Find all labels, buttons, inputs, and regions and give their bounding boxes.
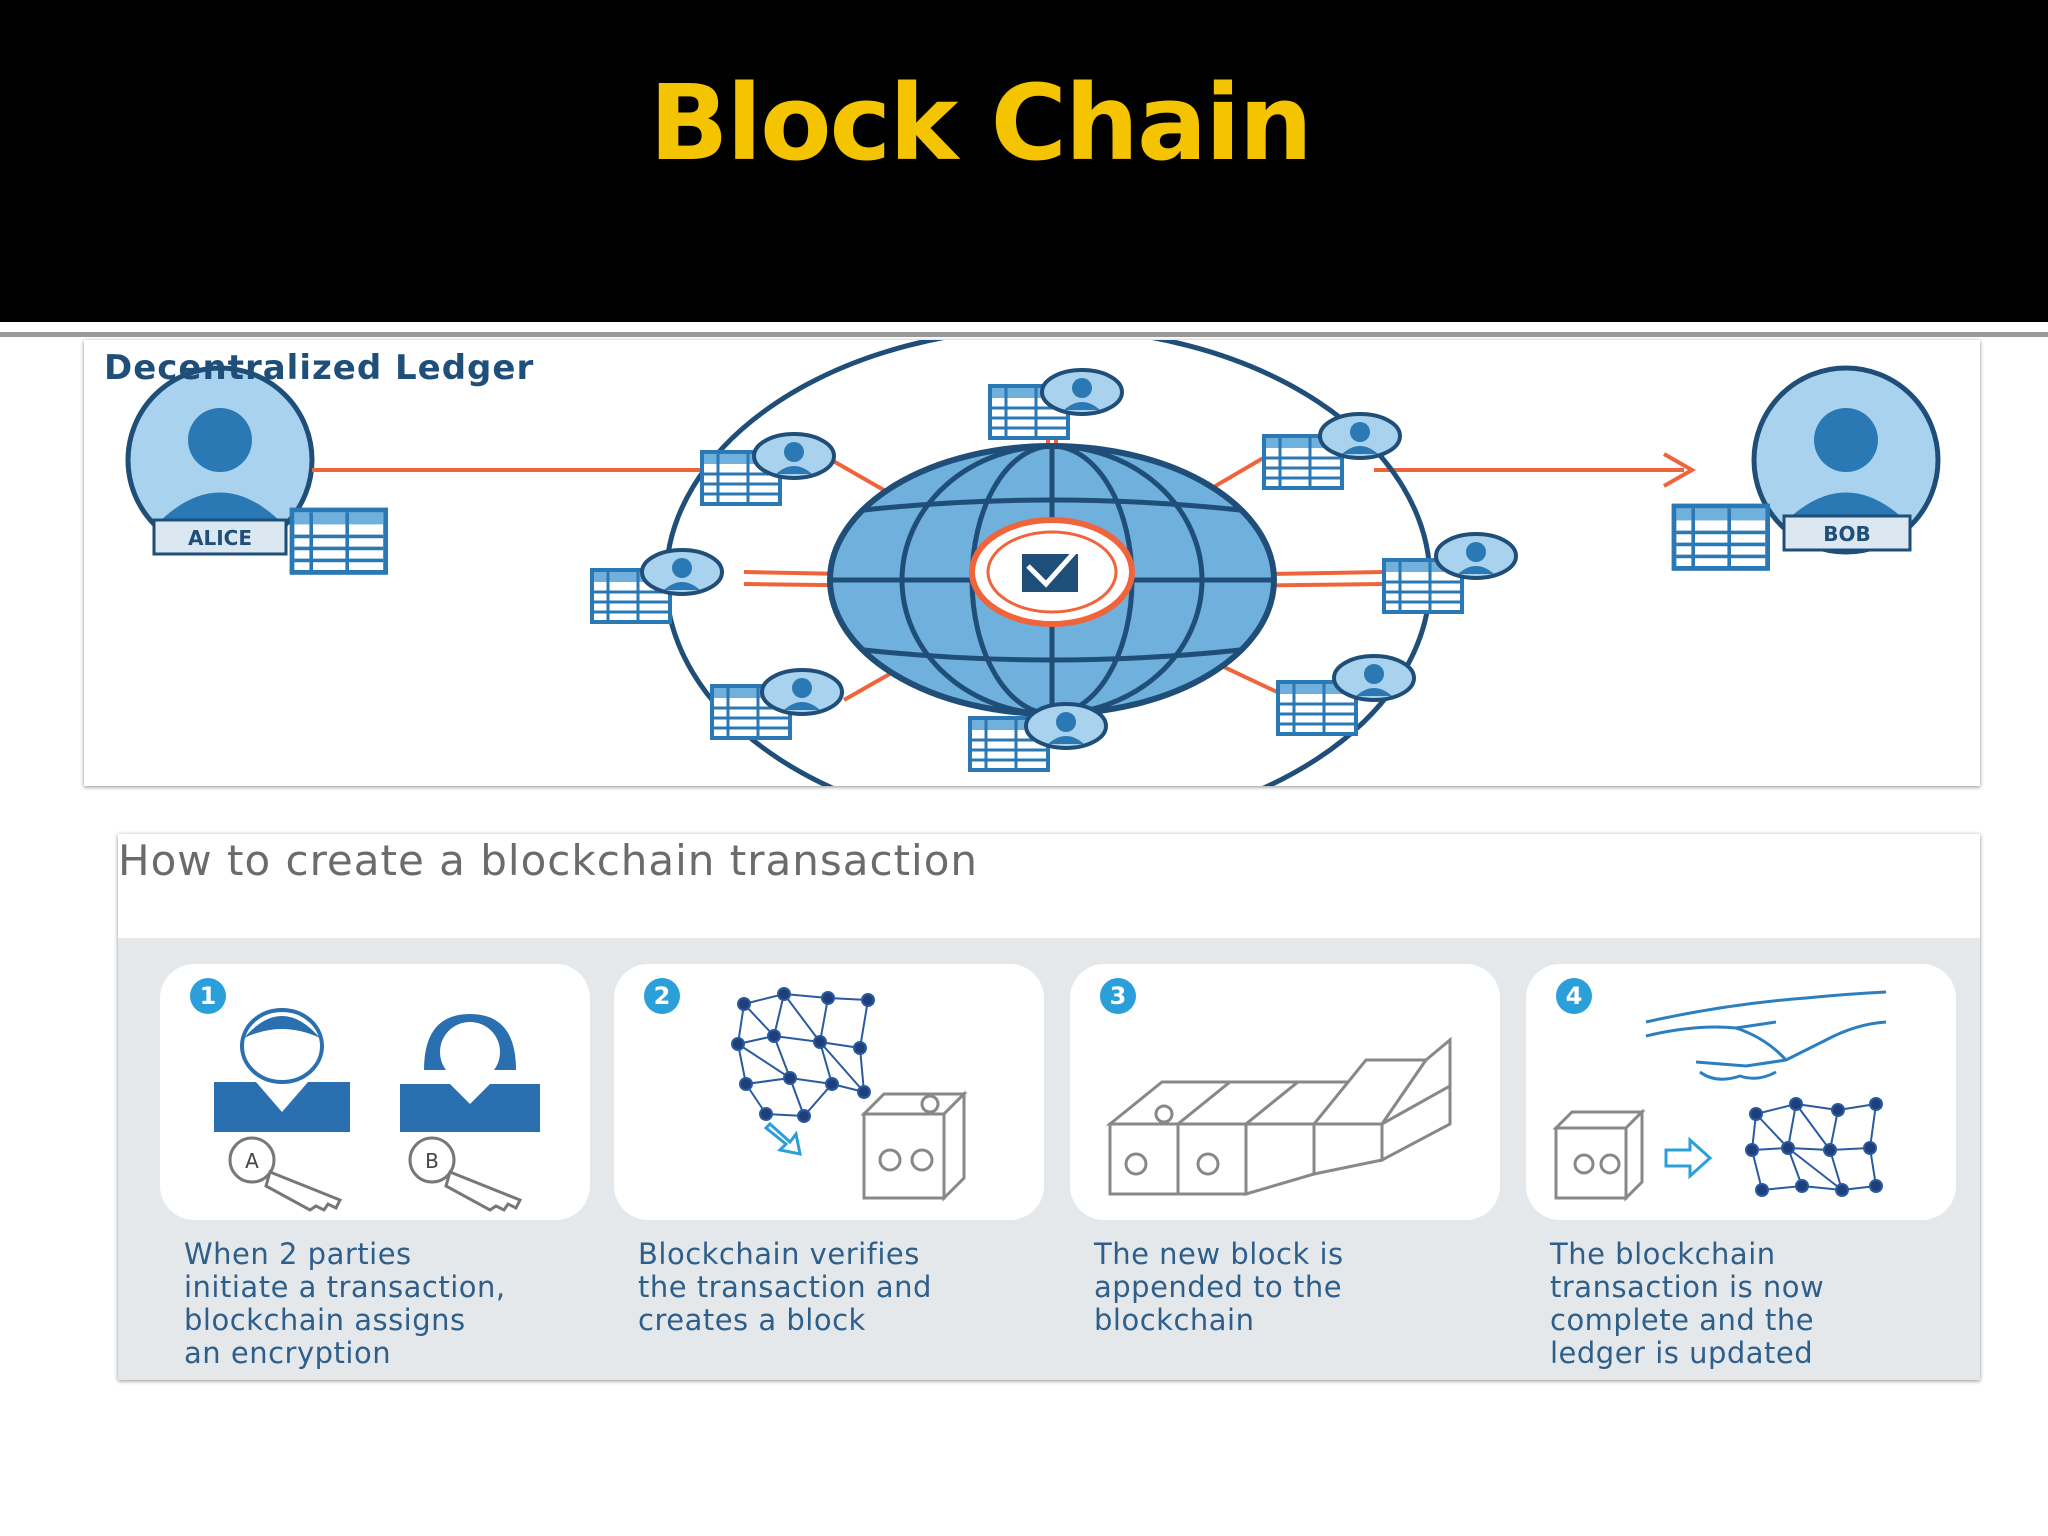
alice-node: ALICE [125, 365, 386, 572]
steps-title: How to create a blockchain transaction [118, 836, 979, 885]
ledger-node-left [590, 548, 724, 624]
step-number: 1 [190, 978, 226, 1014]
key-b-icon: B [408, 1136, 523, 1212]
arrow-down-right-icon [763, 1121, 802, 1156]
block-cube-icon [1552, 1108, 1646, 1202]
decentralized-ledger-figure: ALICE BOB [84, 340, 1980, 786]
key-b-label: B [425, 1149, 439, 1173]
header-divider-shadow [0, 332, 2048, 337]
arrow-right-icon [1663, 452, 1697, 488]
block-cube-icon [860, 1090, 968, 1202]
slide-title: Block Chain [649, 62, 1313, 184]
arrow-right-icon [1664, 1136, 1713, 1180]
slide-header: Block Chain [0, 0, 2048, 322]
key-a-icon: A [228, 1136, 343, 1212]
step-card-1: A B 1 [160, 964, 590, 1220]
header-divider [0, 322, 2048, 332]
network-mesh-icon [731, 987, 875, 1123]
handshake-icon [1645, 990, 1887, 1081]
globe-icon [827, 443, 1277, 717]
ledger-node-bottom [968, 702, 1108, 772]
bob-label: BOB [1823, 522, 1871, 546]
step-card-4: 4 [1526, 964, 1956, 1220]
steps-header: How to create a blockchain transaction [118, 834, 1980, 938]
ledger-node-top [988, 368, 1124, 440]
alice-label: ALICE [188, 526, 252, 550]
person-male-icon [214, 1008, 350, 1132]
step-description-3: The new block is appended to the blockch… [1094, 1237, 1344, 1337]
ledger-node-bottom-left [710, 668, 844, 740]
network-mesh-icon [1745, 1097, 1883, 1197]
ledger-diagram: ALICE BOB [125, 340, 1941, 786]
step-card-2: 2 [614, 964, 1044, 1220]
person-female-icon [400, 1014, 540, 1132]
ledger-title: Decentralized Ledger [104, 348, 535, 388]
ledger-node-bottom-right [1276, 654, 1416, 736]
step-number: 2 [644, 978, 680, 1014]
step-description-1: When 2 parties initiate a transaction, b… [184, 1237, 506, 1370]
step-number: 4 [1556, 978, 1592, 1014]
step-card-3: 3 [1070, 964, 1500, 1220]
key-a-label: A [245, 1149, 259, 1173]
ledger-node-top-left [700, 432, 836, 506]
step-description-2: Blockchain verifies the transaction and … [638, 1237, 932, 1337]
step-description-4: The blockchain transaction is now comple… [1550, 1237, 1825, 1370]
transaction-steps-figure: How to create a blockchain transaction A [118, 834, 1980, 1380]
ledger-node-top-right [1262, 412, 1402, 490]
step-number: 3 [1100, 978, 1136, 1014]
ledger-node-right [1382, 532, 1518, 614]
block-chain-icon [1105, 1036, 1452, 1197]
bob-node: BOB [1674, 365, 1941, 568]
